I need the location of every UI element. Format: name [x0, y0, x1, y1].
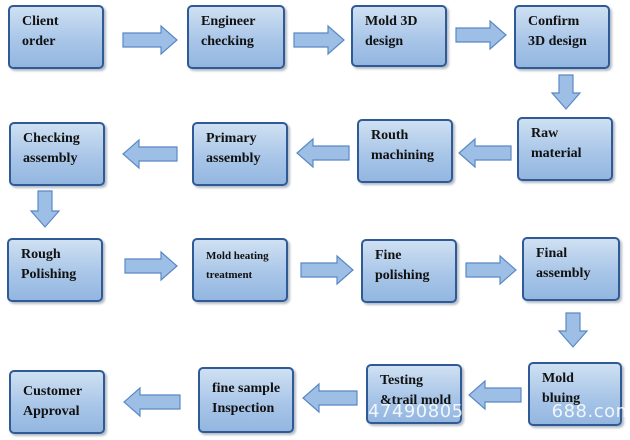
arrow-engineer-to-mold — [293, 24, 345, 56]
arrow-heating-to-fine — [300, 254, 354, 286]
step-confirm-3d-design: Confirm 3D design — [514, 5, 610, 69]
step-routh-machining: Routh machining — [357, 119, 453, 183]
arrow-primary-to-checking — [122, 138, 178, 170]
watermark: 47490805 688.com — [368, 401, 630, 422]
step-fine-sample-inspection: fine sample Inspection — [198, 367, 294, 433]
step-final-assembly: Final assembly — [522, 237, 620, 301]
arrow-inspection-to-approval — [123, 386, 181, 418]
watermark-part1: 47490805 — [368, 401, 464, 422]
step-checking-assembly: Checking assembly — [9, 122, 105, 186]
step-testing-trail-mold: Testing &trail mold — [366, 364, 462, 424]
step-rough-polishing: Rough Polishing — [7, 238, 103, 302]
arrow-checking-to-rough — [29, 190, 61, 228]
step-customer-approval: Customer Approval — [9, 370, 105, 434]
watermark-part2: 688.com — [551, 401, 630, 422]
arrow-fine-to-final — [465, 254, 517, 286]
arrow-mold-to-confirm — [455, 19, 507, 51]
arrow-testing-to-inspection — [302, 382, 358, 414]
step-primary-assembly: Primary assembly — [192, 122, 288, 186]
step-fine-polishing: Fine polishing — [361, 239, 457, 303]
step-mold-bluing: Mold bluing — [528, 362, 622, 426]
step-engineer-checking: Engineer checking — [187, 5, 285, 69]
arrow-raw-to-routh — [458, 137, 512, 169]
arrow-bluing-to-testing — [468, 379, 522, 411]
step-raw-material: Raw material — [517, 117, 613, 181]
arrow-confirm-to-raw — [550, 74, 582, 110]
arrow-final-to-bluing — [557, 312, 589, 348]
step-mold-heating-treatment: Mold heating treatment — [192, 238, 288, 302]
arrow-routh-to-primary — [296, 137, 350, 169]
step-client-order: Client order — [8, 5, 104, 69]
step-mold-3d-design: Mold 3D design — [351, 5, 447, 67]
arrow-rough-to-heating — [124, 250, 178, 282]
arrow-client-to-engineer — [122, 24, 178, 56]
